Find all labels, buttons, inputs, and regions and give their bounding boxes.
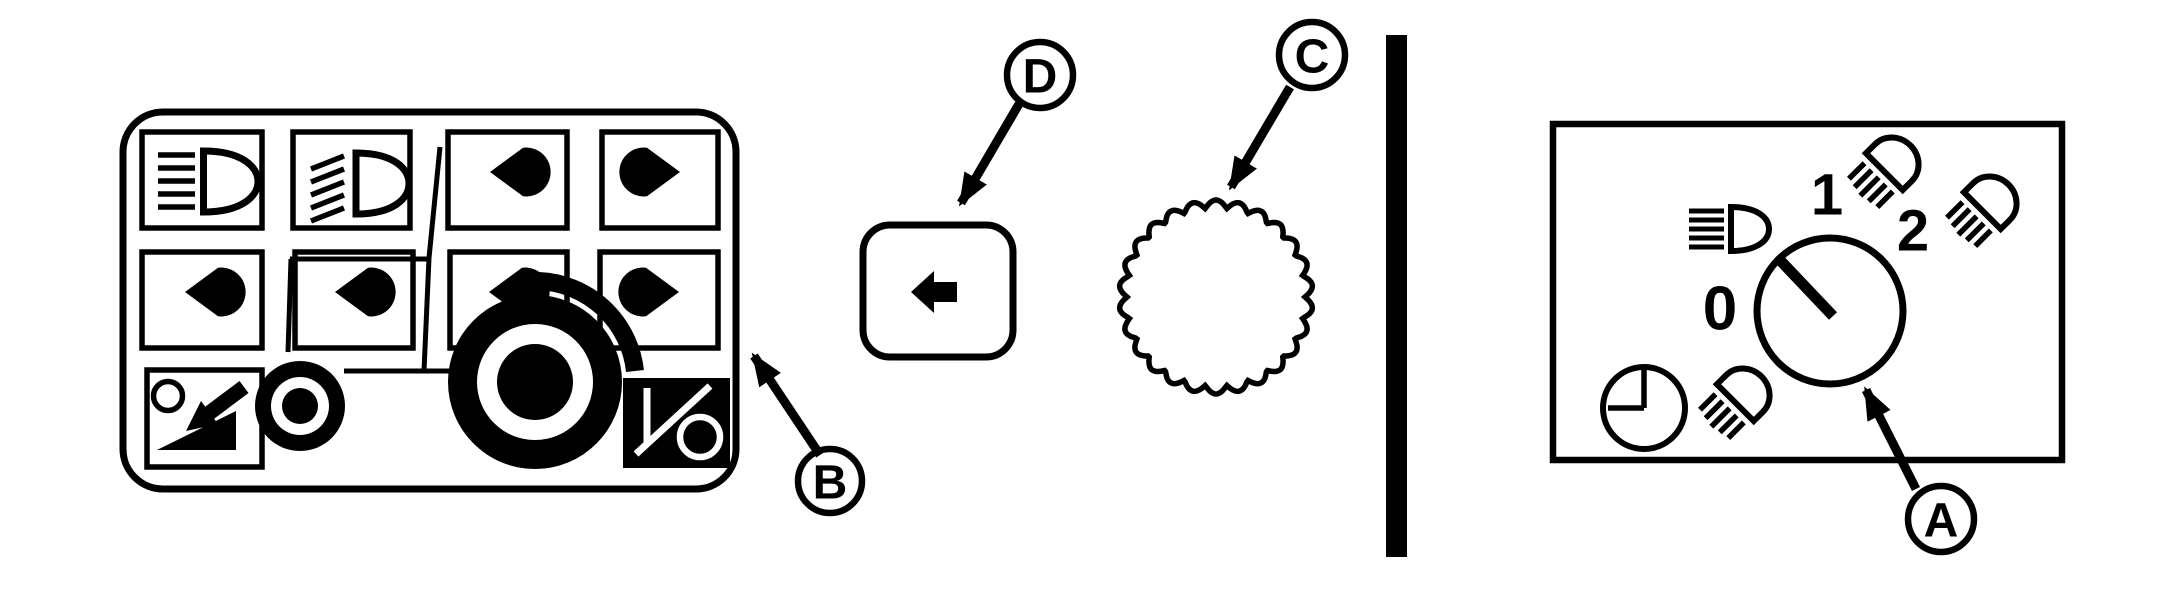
callout-b-arrow: [750, 352, 824, 458]
tractor-cab-pillar: [426, 146, 443, 259]
knob-pointer: [1773, 253, 1837, 320]
work-lamp-icon: [1940, 166, 2027, 253]
left-arrow-icon: [911, 271, 957, 313]
work-light-left-icon: [185, 267, 246, 317]
callout-b-letter: B: [813, 457, 848, 510]
section-divider-bar: [1386, 35, 1407, 557]
panel-outline: [119, 108, 740, 493]
callout-d-arrow: [957, 101, 1023, 207]
work-light-left-icon: [335, 267, 396, 317]
button-work-light-front-2: [139, 249, 265, 351]
memory-recall-button: [859, 221, 1017, 361]
callout-c-arrow: [1227, 84, 1294, 191]
position-label-2: 2: [1897, 199, 1929, 264]
button-beam-leveling: [144, 367, 265, 470]
knurled-thumbwheel: [1116, 197, 1316, 397]
callout-a-letter: A: [1924, 495, 1959, 548]
tractor-rear-fender: [537, 272, 644, 373]
high-beam-icon: [1689, 203, 1773, 255]
callout-d: D: [957, 38, 1077, 207]
button-power: [623, 378, 730, 468]
callout-c-letter: C: [1295, 31, 1330, 84]
beam-leveling-icon: [150, 378, 249, 450]
button-work-light-front-1: [445, 129, 570, 231]
rotary-panel-outline: [1549, 120, 2066, 464]
callout-a: A: [1861, 386, 1978, 556]
rotary-light-switch-panel: 0 1 2: [1549, 120, 2066, 464]
button-work-light-front-3: [292, 249, 416, 351]
callout-d-letter: D: [1023, 51, 1058, 104]
high-beam-icon: [158, 147, 262, 216]
position-label-0: 0: [1703, 275, 1737, 344]
button-work-light-rear-1: [599, 129, 721, 231]
button-low-beam: [290, 129, 413, 231]
callout-b: B: [750, 352, 866, 517]
light-control-button-panel: [119, 108, 740, 493]
rotary-knob: [1753, 234, 1907, 388]
low-beam-icon: [309, 149, 413, 224]
callout-a-arrow: [1861, 386, 1921, 492]
callout-c: C: [1227, 18, 1349, 191]
work-light-left-icon: [490, 147, 551, 197]
position-label-1: 1: [1811, 163, 1843, 228]
tractor-front-wheel: [255, 361, 345, 451]
work-lamp-icon: [1693, 358, 1780, 445]
work-light-right-icon: [619, 147, 680, 197]
button-high-beam: [139, 129, 265, 231]
work-light-right-icon: [618, 267, 679, 317]
tractor-cab-front: [421, 257, 432, 372]
timer-clock-icon: [1600, 364, 1688, 452]
power-on-off-icon: [633, 383, 724, 461]
tractor-rear-wheel: [448, 295, 622, 469]
tractor-silhouette: [255, 146, 644, 469]
tractor-hood-front: [285, 258, 294, 353]
